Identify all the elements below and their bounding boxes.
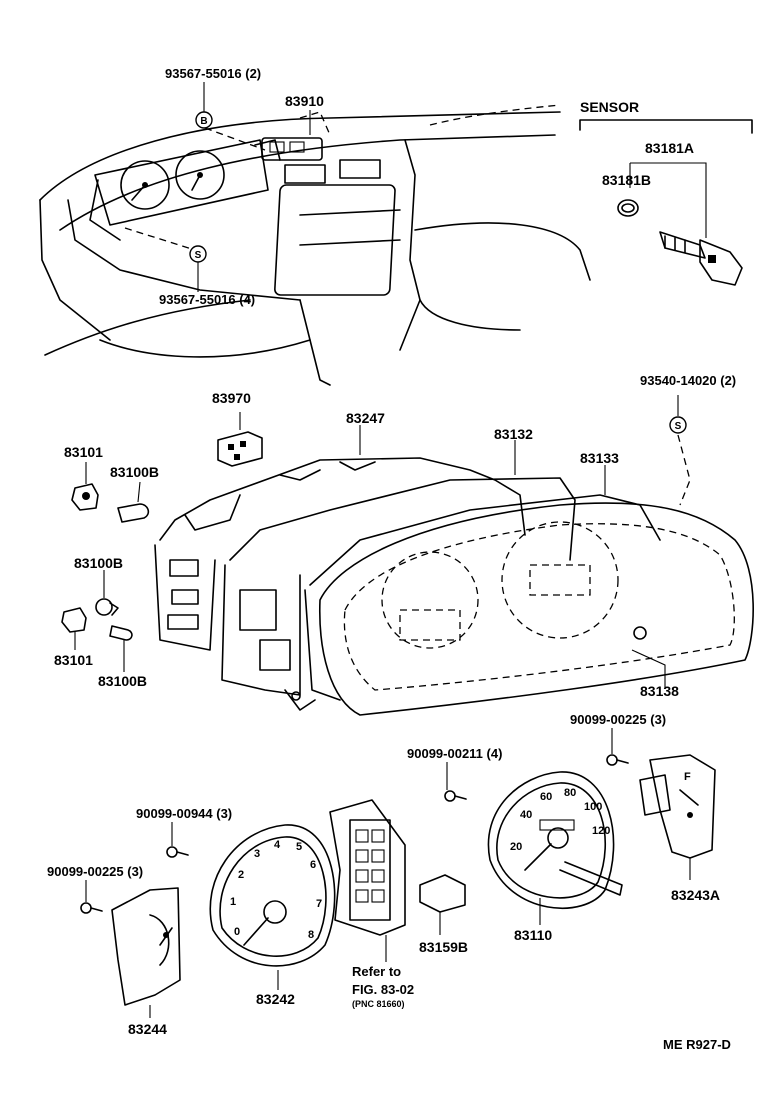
svg-text:4: 4 xyxy=(274,839,281,851)
svg-text:6: 6 xyxy=(310,859,316,871)
screws xyxy=(80,728,629,914)
label-83132: 83132 xyxy=(494,426,533,442)
label-93567-55016-2: 93567-55016 (2) xyxy=(165,66,262,81)
footer-code: ME R927-D xyxy=(663,1037,731,1052)
part-83970-shape xyxy=(217,412,263,467)
svg-text:5: 5 xyxy=(296,841,302,853)
label-83242: 83242 xyxy=(256,991,295,1007)
label-83970: 83970 xyxy=(212,390,251,406)
svg-text:20: 20 xyxy=(510,841,522,853)
svg-text:3: 3 xyxy=(254,848,260,860)
svg-text:120: 120 xyxy=(592,825,610,837)
label-refer-to: Refer to xyxy=(352,964,402,979)
s-symbol-lower: S xyxy=(675,421,682,432)
label-83100B-mid: 83100B xyxy=(74,555,124,571)
gauge-83244 xyxy=(111,887,181,1018)
label-83133: 83133 xyxy=(580,450,619,466)
svg-text:1: 1 xyxy=(230,896,236,908)
svg-text:F: F xyxy=(684,771,691,783)
label-83243A: 83243A xyxy=(671,887,721,903)
label-83181A: 83181A xyxy=(645,140,695,156)
gauge-83243A: F xyxy=(639,754,716,880)
label-refer-fig: FIG. 83-02 xyxy=(352,982,415,997)
label-83110: 83110 xyxy=(514,927,553,943)
label-83100B-top: 83100B xyxy=(110,464,160,480)
label-sensor: SENSOR xyxy=(580,99,640,115)
bulbs-sockets xyxy=(61,462,150,672)
cluster-exploded: S xyxy=(154,395,754,716)
label-83101-top: 83101 xyxy=(64,444,103,460)
s-symbol-upper: S xyxy=(195,250,202,261)
speedometer-83110: 20 40 60 80 100 120 xyxy=(487,771,623,925)
label-83159B: 83159B xyxy=(419,939,469,955)
svg-text:2: 2 xyxy=(238,869,244,881)
label-83101-bottom: 83101 xyxy=(54,652,93,668)
label-83138: 83138 xyxy=(640,683,679,699)
svg-text:8: 8 xyxy=(308,929,314,941)
part-83159B-shape xyxy=(419,874,466,935)
label-90099-00944: 90099-00944 (3) xyxy=(136,806,233,821)
svg-text:7: 7 xyxy=(316,898,322,910)
b-symbol: B xyxy=(200,116,207,127)
label-90099-00225-right: 90099-00225 (3) xyxy=(570,712,667,727)
label-83100B-bottom: 83100B xyxy=(98,673,148,689)
svg-text:40: 40 xyxy=(520,809,532,821)
label-83181B: 83181B xyxy=(602,172,652,188)
label-83244: 83244 xyxy=(128,1021,167,1037)
sensor-group xyxy=(579,119,753,286)
dashboard-overview: B S xyxy=(39,82,591,386)
label-83910: 83910 xyxy=(285,93,324,109)
label-90099-00225-left: 90099-00225 (3) xyxy=(47,864,144,879)
label-83247: 83247 xyxy=(346,410,385,426)
label-refer-pnc: (PNC 81660) xyxy=(352,999,405,1009)
circuit-module xyxy=(329,799,406,962)
label-90099-00211: 90099-00211 (4) xyxy=(407,746,503,761)
label-93540-14020-2: 93540-14020 (2) xyxy=(640,373,737,388)
svg-text:0: 0 xyxy=(234,926,240,938)
svg-text:60: 60 xyxy=(540,791,552,803)
label-93567-55016-4: 93567-55016 (4) xyxy=(159,292,256,307)
svg-text:80: 80 xyxy=(564,787,576,799)
svg-text:100: 100 xyxy=(584,801,602,813)
tachometer-83242: 0 1 2 3 4 5 6 7 8 xyxy=(209,824,336,990)
